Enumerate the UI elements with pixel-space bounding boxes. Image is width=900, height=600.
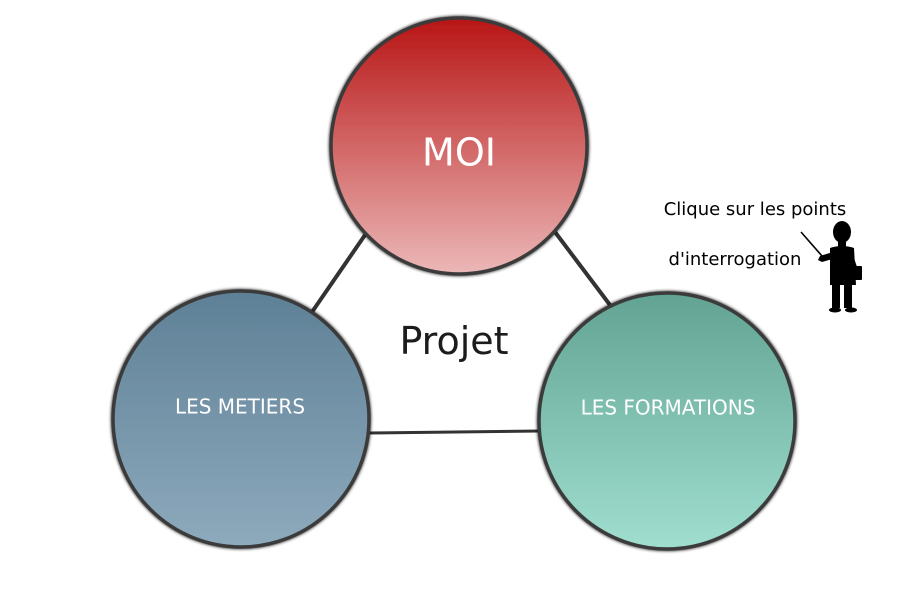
hint-line-2: d'interrogation <box>669 249 802 270</box>
node-moi-label: MOI <box>422 131 496 175</box>
hint: Clique sur les points d'interrogation <box>664 199 847 270</box>
node-formations-label: LES FORMATIONS <box>581 396 756 420</box>
node-metiers-circle[interactable] <box>111 289 371 549</box>
node-metiers[interactable]: LES METIERS <box>111 289 371 549</box>
node-metiers-label: LES METIERS <box>175 395 305 419</box>
node-formations-circle[interactable] <box>537 291 797 551</box>
hint-line-1: Clique sur les points <box>664 199 847 220</box>
node-moi-circle[interactable] <box>329 16 589 276</box>
teacher-pointer-icon <box>800 221 862 313</box>
node-moi[interactable]: MOI <box>329 16 589 276</box>
node-formations[interactable]: LES FORMATIONS <box>537 291 797 551</box>
connector-metiers-formations <box>367 429 541 435</box>
connector-moi-formations <box>553 230 612 307</box>
center-label: Projet <box>399 319 508 363</box>
connector-moi-metiers <box>310 233 367 314</box>
